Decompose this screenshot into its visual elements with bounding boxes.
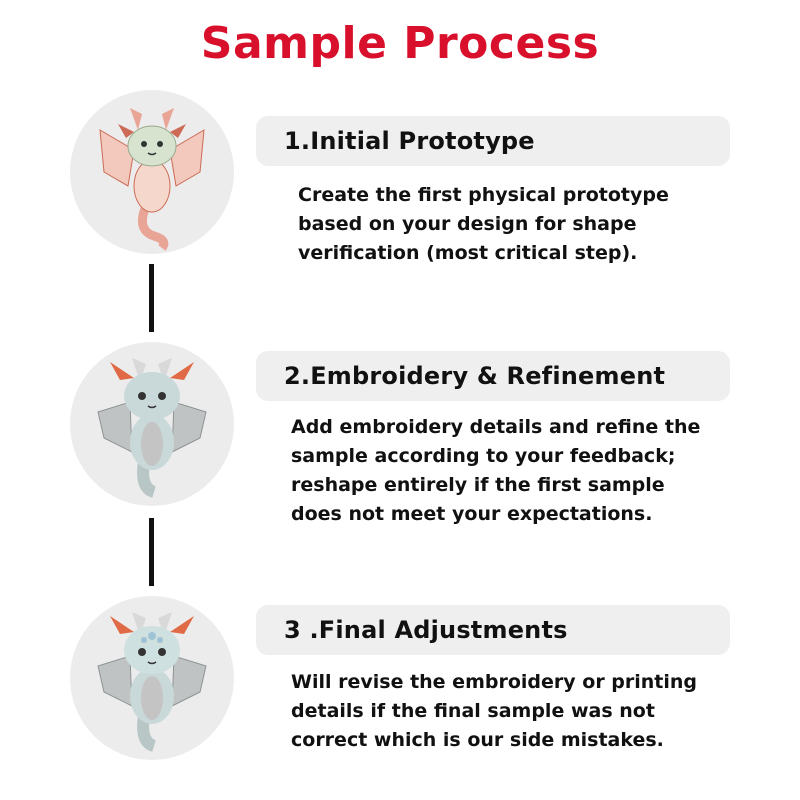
- step-3-description: Will revise the embroidery or printing d…: [291, 668, 697, 755]
- description-line: does not meet your expectations.: [291, 503, 653, 525]
- connector-line-2: [149, 518, 154, 586]
- connector-line-1: [149, 264, 154, 332]
- step-2-heading: 2.Embroidery & Refinement: [256, 351, 730, 401]
- step-3-heading: 3 .Final Adjustments: [256, 605, 730, 655]
- description-line: details if the final sample was not: [291, 700, 655, 722]
- page-title: Sample Process: [200, 18, 600, 69]
- description-line: correct which is our side mistakes.: [291, 729, 664, 751]
- sketch-dragon-icon: [99, 108, 205, 251]
- description-line: verification (most critical step).: [298, 242, 638, 264]
- description-line: sample according to your feedback;: [291, 445, 676, 467]
- description-line: based on your design for shape: [298, 213, 637, 235]
- step-3-image: [70, 596, 234, 760]
- step-2-description: Add embroidery details and refine the sa…: [291, 413, 700, 529]
- step-2-image: [70, 342, 234, 506]
- description-line: Add embroidery details and refine the: [291, 416, 701, 438]
- description-line: Create the first physical prototype: [298, 184, 669, 206]
- plush-dragon-icon: [97, 358, 207, 498]
- step-1-heading: 1.Initial Prototype: [256, 116, 730, 166]
- step-1-description: Create the first physical prototype base…: [298, 181, 669, 268]
- plush-dragon-final-icon: [97, 612, 207, 752]
- description-line: Will revise the embroidery or printing: [291, 671, 698, 693]
- step-1-image: [70, 90, 234, 254]
- description-line: reshape entirely if the first sample: [291, 474, 665, 496]
